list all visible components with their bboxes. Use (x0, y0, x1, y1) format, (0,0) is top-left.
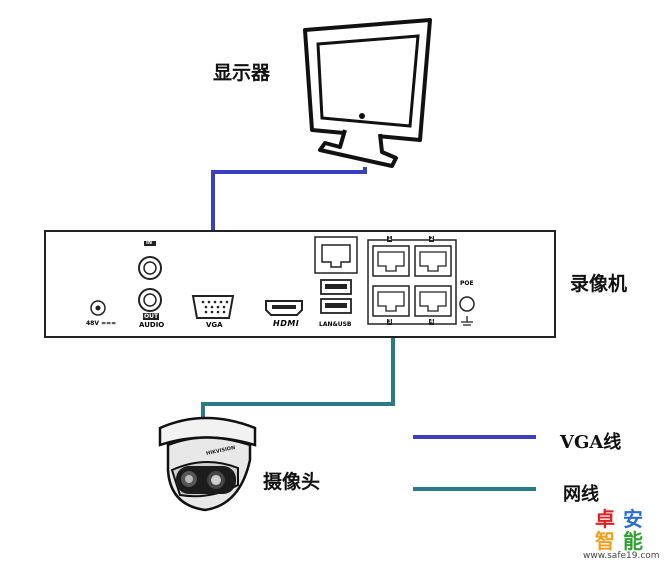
audio-label: AUDIO (139, 321, 165, 329)
watermark-char-2: 安 (623, 507, 643, 531)
network-cable (201, 310, 395, 422)
poe-port-1 (372, 245, 410, 277)
hdmi-logo: HDMI (273, 319, 300, 328)
ground-icon (461, 316, 473, 326)
watermark: 卓 安 智 能 www.safe19.com (583, 503, 667, 565)
monitor-label: 显示器 (213, 62, 271, 84)
audio-in-label: IN (146, 240, 153, 246)
audio-in-marker (144, 241, 156, 246)
dome-camera-icon (158, 416, 257, 512)
audio-out-label: OUT (143, 313, 160, 320)
legend-network-label: 网线 (563, 484, 599, 505)
watermark-char-1: 卓 (595, 507, 615, 531)
legend-vga-label: VGA线 (560, 432, 622, 453)
lan-port (314, 236, 358, 274)
recorder-label: 录像机 (570, 273, 628, 295)
vga-port (191, 295, 235, 319)
poe-port-1-label: 1 (387, 236, 393, 242)
watermark-url: www.safe19.com (583, 551, 660, 561)
power-label: 48V === (86, 320, 117, 327)
poe-label: POE (460, 280, 474, 287)
watermark-char-4: 能 (623, 529, 643, 553)
poe-port-3 (372, 285, 410, 317)
camera-label: 摄像头 (263, 471, 321, 493)
watermark-char-3: 智 (595, 529, 615, 553)
poe-port-4 (414, 285, 452, 317)
poe-port-2 (414, 245, 452, 277)
lan-usb-label: LAN&USB (319, 321, 352, 328)
poe-port-4-label: 4 (429, 319, 435, 325)
poe-port-3-label: 3 (387, 319, 393, 325)
monitor-icon (303, 18, 432, 168)
poe-port-2-label: 2 (429, 236, 435, 242)
vga-port-label: VGA (206, 321, 223, 329)
recorder-panel (44, 230, 556, 338)
ground-screw (459, 296, 475, 312)
